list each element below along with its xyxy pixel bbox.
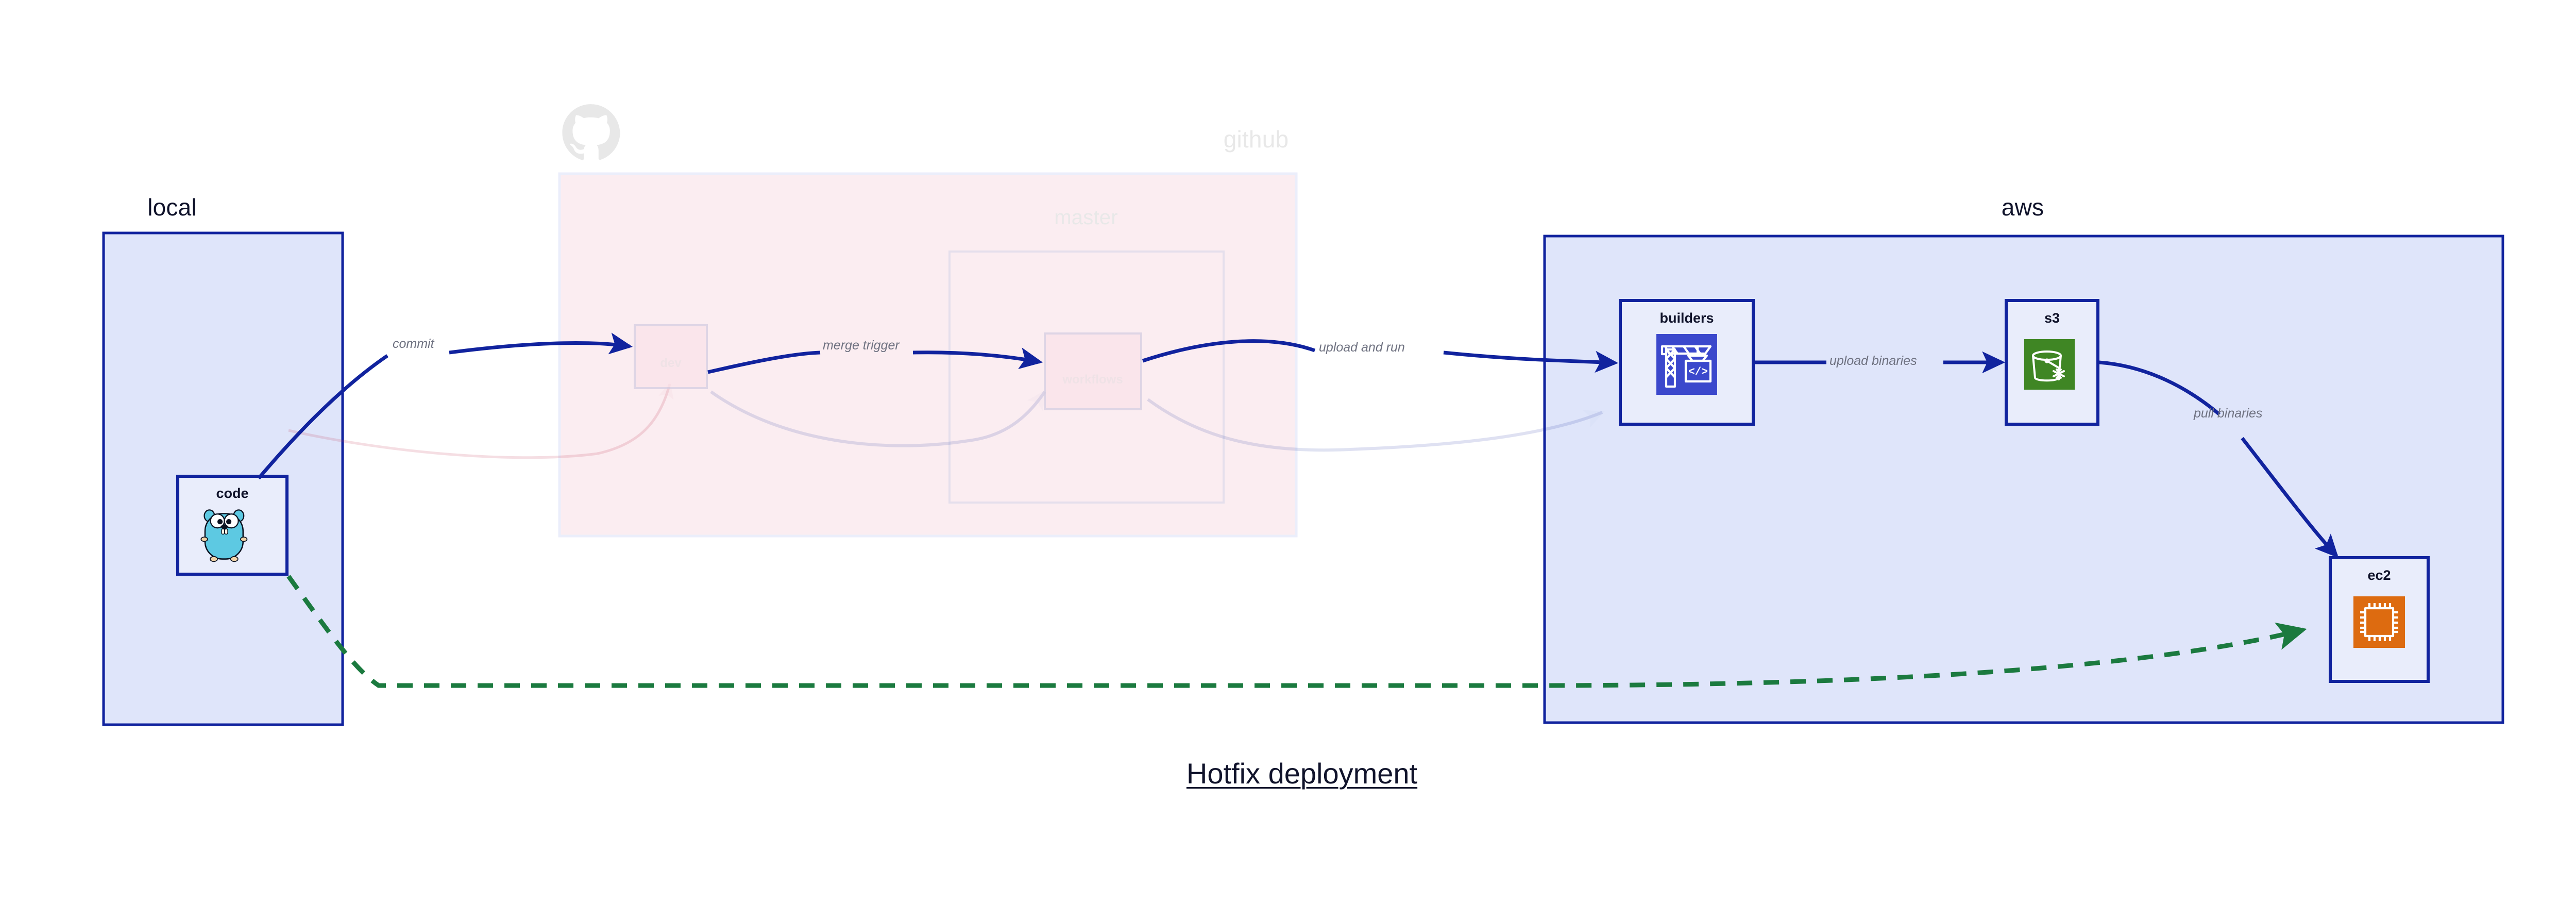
edge-pull-binaries xyxy=(2098,360,2339,558)
node-label-s3: s3 xyxy=(2044,310,2060,326)
node-workflows[interactable] xyxy=(1044,332,1142,410)
edge-label-commit: commit xyxy=(393,337,434,351)
node-label-code: code xyxy=(216,486,249,501)
cluster-master xyxy=(948,250,1225,504)
aws-ec2-icon xyxy=(2353,596,2405,648)
node-label-ec2: ec2 xyxy=(2367,567,2391,583)
edge-label-upload-binaries: upload binaries xyxy=(1829,354,1917,368)
github-octocat-logo xyxy=(562,104,620,160)
edge-label-pull-binaries: pull binaries xyxy=(2194,406,2263,421)
node-label-workflows: workflows xyxy=(1062,373,1123,387)
go-gopher-icon xyxy=(200,509,248,562)
aws-codebuild-icon: </> xyxy=(1656,334,1717,395)
aws-s3-glacier-icon xyxy=(2024,339,2075,390)
node-label-dev: dev xyxy=(660,356,682,370)
node-label-builders: builders xyxy=(1659,310,1714,326)
cluster-label-aws: aws xyxy=(2001,194,2044,221)
edge-label-merge-trigger: merge trigger xyxy=(823,338,900,353)
edge-hotfix-deploy xyxy=(286,575,2307,688)
ghost-edge-group xyxy=(288,381,1605,459)
edge-commit xyxy=(257,332,633,480)
edge-label-upload-and-run: upload and run xyxy=(1319,340,1405,355)
page-title: Hotfix deployment xyxy=(1186,757,1418,790)
node-dev[interactable] xyxy=(634,324,708,389)
cluster-label-master: master xyxy=(1054,206,1118,229)
cluster-label-github: github xyxy=(1223,126,1289,153)
svg-text:</>: </> xyxy=(1688,366,1708,378)
cluster-label-local: local xyxy=(147,194,197,221)
edge-upload-and-run xyxy=(1142,339,1619,373)
edge-merge-trigger xyxy=(707,347,1043,374)
